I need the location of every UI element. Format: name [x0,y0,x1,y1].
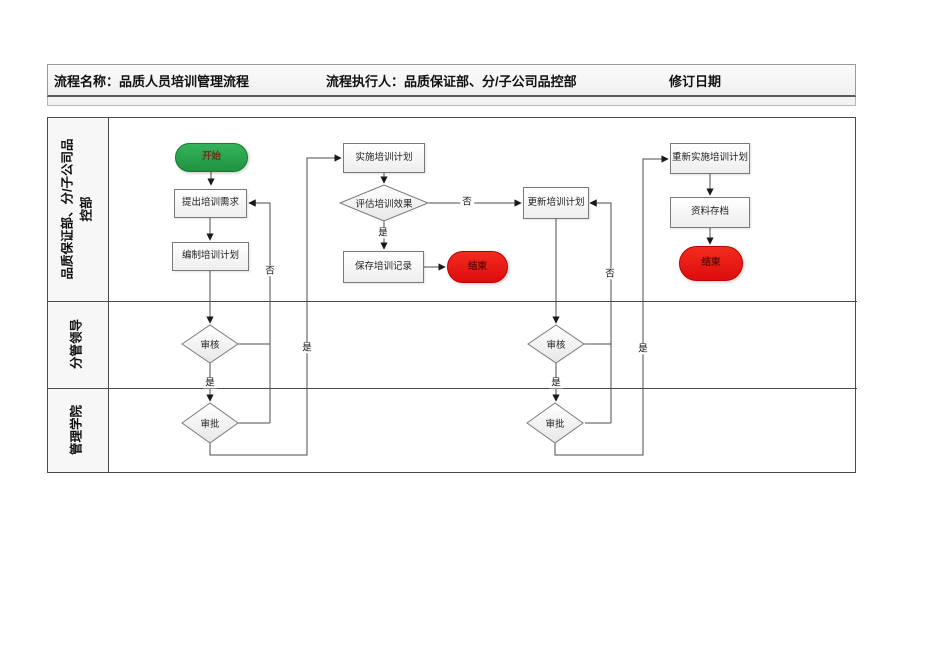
update-training-plan-node: 更新培训计划 [523,187,589,219]
lane-divider-1 [48,301,857,302]
no-label-col1: 否 [263,265,277,277]
review2-label: 审核 [546,340,566,351]
yes-label-review2: 是 [549,377,563,389]
header-bar: 流程名称：品质人员培训管理流程 流程执行人：品质保证部、分/子公司品控部 修订日… [47,64,856,97]
review2-diamond [527,324,585,364]
edge-approve1-yes-implement [209,154,342,456]
end-node-2: 结束 [679,246,743,281]
save-training-records-node: 保存培训记录 [343,251,424,283]
yes-label-approve2: 是 [636,343,650,355]
review1-label: 审核 [200,340,220,351]
review1-diamond [181,324,239,364]
approve2-diamond [526,402,584,444]
archive-materials-node: 资料存档 [670,197,750,228]
revision-date-label: 修订日期 [669,73,722,89]
yes-label-approve1: 是 [300,342,314,354]
reimplement-training-plan-node: 重新实施培训计划 [670,143,750,174]
lane-divider-2 [48,388,857,389]
approve2-label: 审批 [545,419,565,430]
yes-label-evaluate: 是 [376,227,390,239]
edge-approve2-yes-reimplement [554,155,669,456]
process-name: 流程名称：品质人员培训管理流程 [54,73,250,89]
end-node-1: 结束 [447,251,508,283]
lane-label-column [48,118,109,472]
process-executor: 流程执行人：品质保证部、分/子公司品控部 [326,73,577,89]
approve1-label: 审批 [200,419,220,430]
yes-label-review1: 是 [203,377,217,389]
implement-training-plan-node: 实施培训计划 [343,143,425,173]
approve1-diamond [181,402,239,444]
evaluate-diamond [338,184,430,222]
edge-no-return-update [589,199,612,423]
header-strip [47,97,856,106]
edge-no-return-propose [248,199,271,423]
prepare-training-plan-node: 编制培训计划 [172,242,249,271]
no-label-evaluate: 否 [460,196,474,208]
propose-training-needs-node: 提出培训需求 [174,189,247,218]
swimlane-table [47,117,857,473]
evaluate-label: 评估培训效果 [355,199,413,210]
no-label-col2: 否 [603,268,617,280]
start-node: 开始 [175,143,248,172]
